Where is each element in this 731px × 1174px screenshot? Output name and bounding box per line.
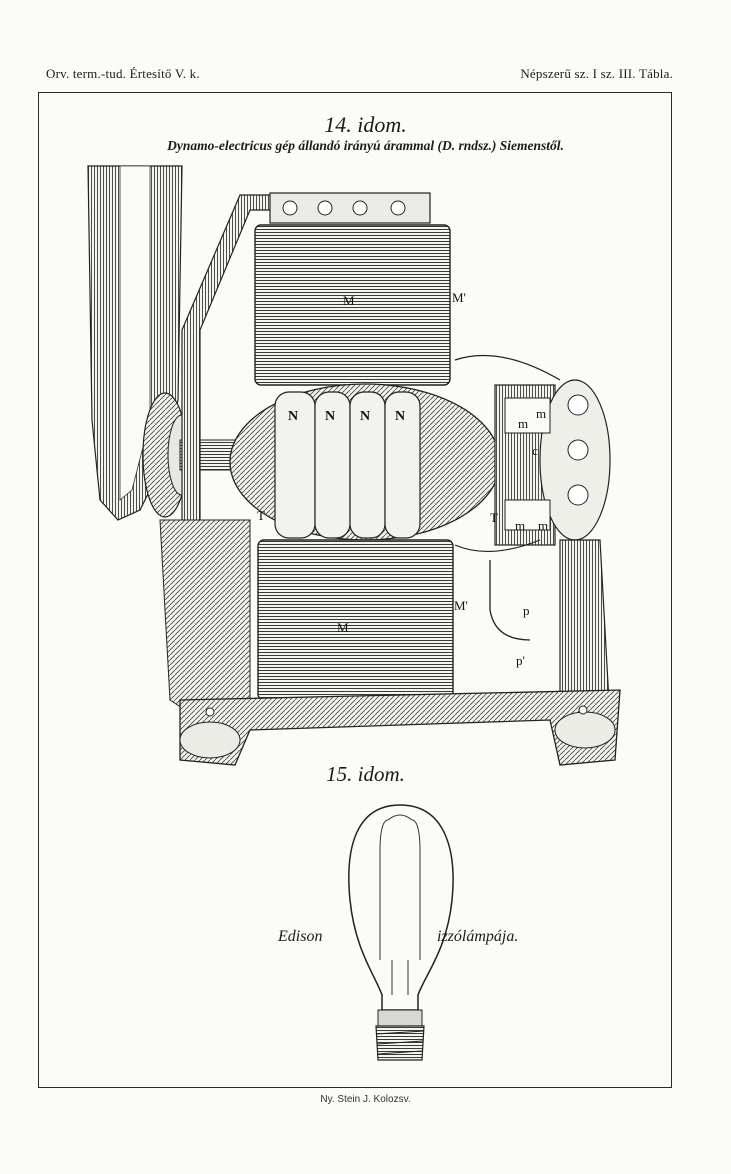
- label-p: p: [523, 603, 530, 618]
- figure-14-caption: Dynamo-electricus gép állandó irányú ára…: [167, 138, 564, 153]
- label-m-upper-2: m: [518, 416, 528, 431]
- label-p-prime: p': [516, 653, 525, 668]
- label-N-2: N: [325, 409, 335, 424]
- label-M-prime-upper: M': [452, 290, 466, 305]
- label-T-left: T: [257, 508, 265, 523]
- label-c: c: [532, 443, 538, 458]
- figure-14-title: 14. idom.: [324, 112, 407, 137]
- plate-frame: [38, 92, 672, 1088]
- label-N-4: N: [395, 409, 405, 424]
- printer-credit: Ny. Stein J. Kolozsv.: [320, 1094, 411, 1105]
- label-T-right: T: [490, 510, 498, 525]
- label-m-lower-2: m: [538, 518, 548, 533]
- label-M-prime-lower: M': [454, 598, 468, 613]
- base-plate: [179, 689, 621, 766]
- terminal-block: [269, 192, 431, 224]
- lower-coil: [257, 539, 454, 701]
- edison-lamp: [348, 804, 454, 1061]
- header-right: Népszerű sz. I sz. III. Tábla.: [520, 66, 673, 81]
- figure-15-title: 15. idom.: [326, 762, 405, 786]
- figure-15-label-left: Edison: [278, 928, 323, 945]
- commutator-assembly: [454, 354, 611, 641]
- label-N-1: N: [288, 409, 298, 424]
- label-M-upper: M: [343, 293, 355, 308]
- label-N-3: N: [360, 409, 370, 424]
- label-m-lower: m: [515, 518, 525, 533]
- figure-15-label-right: izzólámpája.: [437, 928, 519, 945]
- label-m-upper: m: [536, 406, 546, 421]
- armature-drum: [229, 383, 501, 541]
- label-M-lower: M: [337, 620, 349, 635]
- header-left: Orv. term.-tud. Értesítő V. k.: [46, 66, 200, 81]
